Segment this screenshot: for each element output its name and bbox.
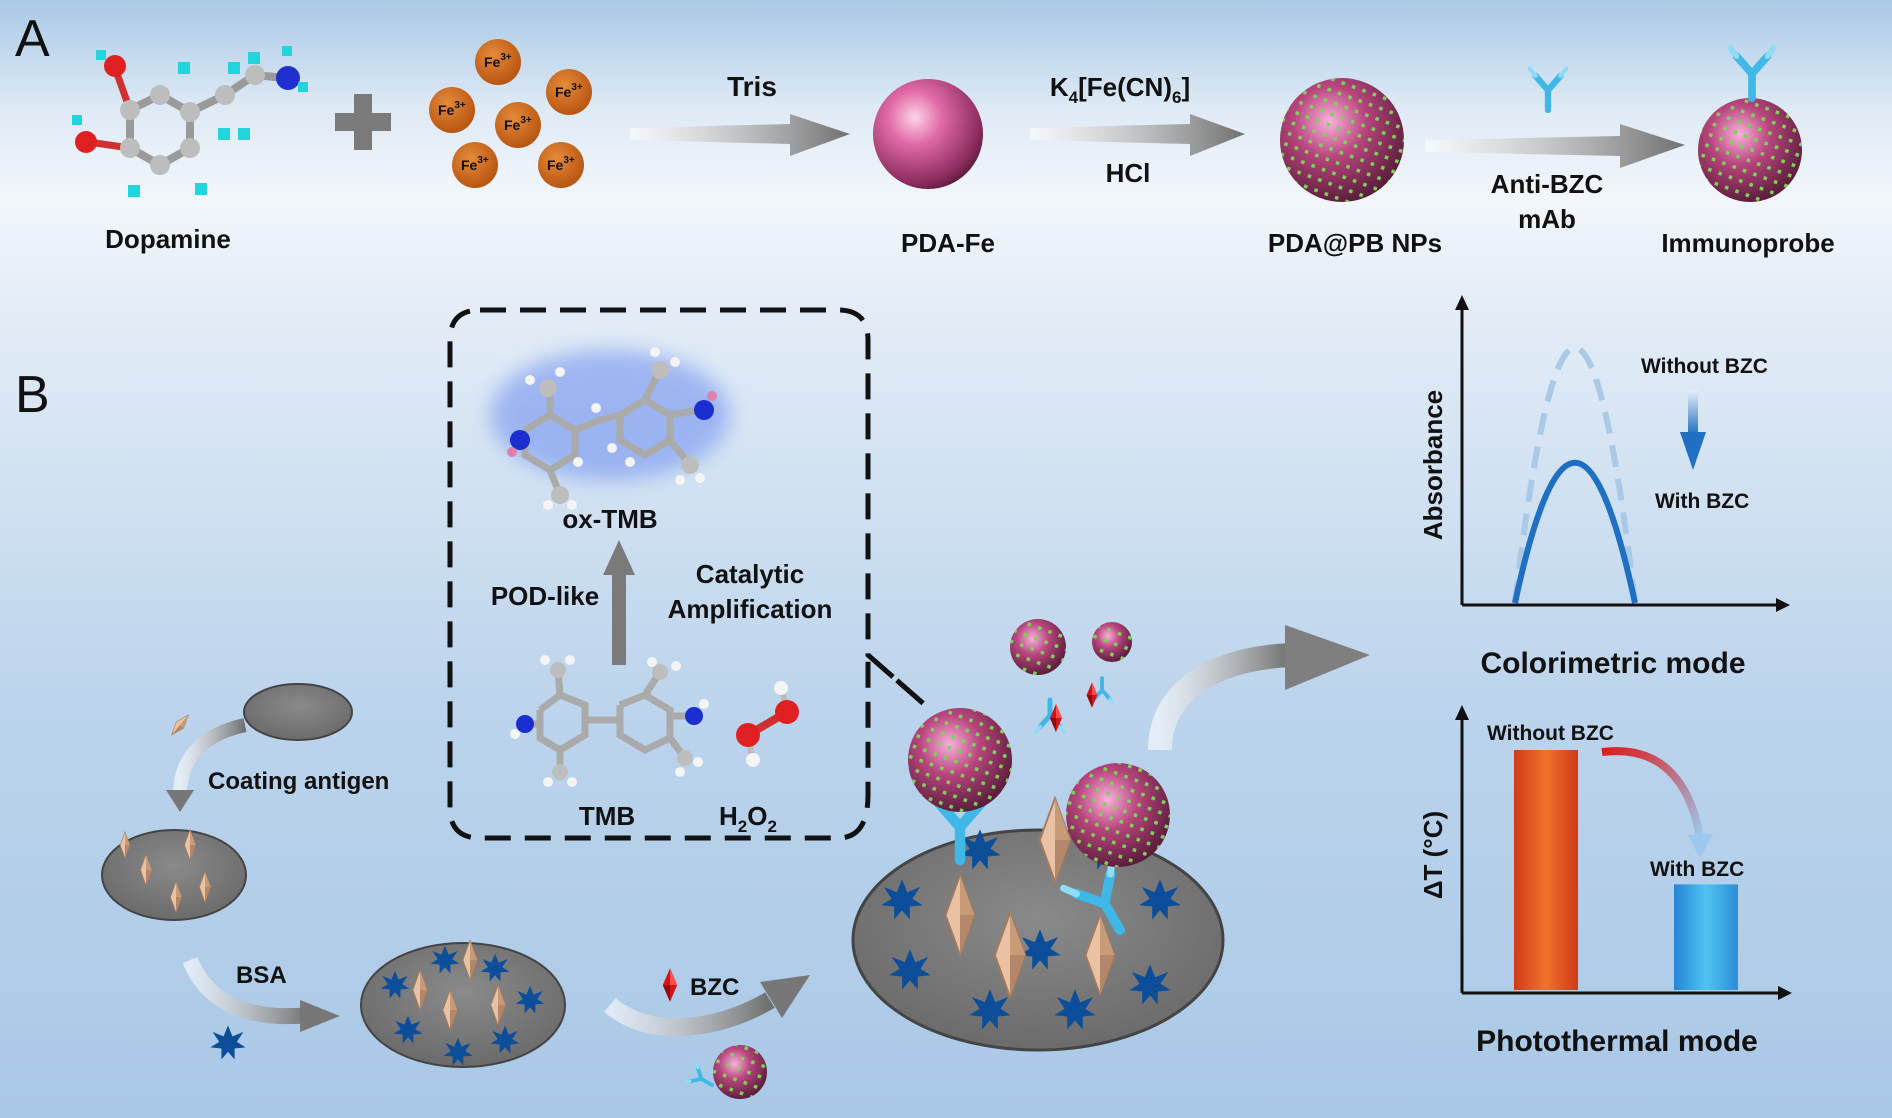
free-immunoprobe-2 (1086, 622, 1132, 708)
arrow-antibody (1425, 124, 1685, 168)
colorimetric-with-label: With BZC (1655, 490, 1749, 513)
bzc-label: BZC (690, 974, 739, 1001)
free-immunoprobe-1 (1010, 619, 1066, 732)
bzc-arrow (604, 992, 775, 1037)
panel-label-a: A (15, 10, 50, 68)
hcl-label: HCl (1106, 158, 1151, 188)
colorimetric-title: Colorimetric mode (1480, 647, 1745, 680)
fe-ion-label: Fe3+ (484, 52, 512, 70)
arrow-k4fecn6 (1030, 114, 1245, 156)
h2o2-label: H2O2 (719, 801, 777, 836)
pda-pb-nanoparticle-icon (1280, 78, 1404, 202)
k4fecn6-label: K4[Fe(CN)6] (1050, 72, 1190, 107)
dopamine-label: Dopamine (105, 224, 231, 254)
pda-pb-label: PDA@PB NPs (1268, 228, 1442, 258)
plus-icon (335, 94, 391, 150)
ox-tmb-molecule-icon (490, 347, 730, 510)
curve-with-bzc (1512, 460, 1638, 604)
bar-with-bzc (1674, 884, 1738, 990)
pod-like-label: POD-like (491, 581, 599, 611)
mab-label: mAb (1518, 204, 1576, 234)
bound-immunoprobe-2 (1064, 763, 1170, 944)
photothermal-decrease-arrow (1601, 747, 1704, 839)
decrease-arrow-icon (1688, 390, 1698, 435)
tmb-molecule-icon (510, 655, 709, 787)
antigen-icon (167, 711, 193, 739)
tmb-label: TMB (579, 801, 635, 831)
catalytic-label: Catalytic (696, 559, 804, 589)
curve-without-bzc (1512, 345, 1638, 604)
pda-fe-sphere-icon (873, 79, 983, 189)
bsa-label: BSA (236, 962, 287, 989)
arrow-tris (630, 114, 850, 156)
pod-like-arrow (603, 540, 635, 665)
dopamine-molecule-icon (72, 46, 308, 197)
empty-well-icon (243, 683, 353, 741)
fe-ion-label: Fe3+ (461, 155, 489, 173)
bsa-star-icon (210, 1025, 246, 1060)
bsa-arrow (182, 956, 311, 1025)
fe-ion-labels: Fe3+ Fe3+ Fe3+ Fe3+ Fe3+ Fe3+ (438, 52, 583, 173)
bzc-icon (662, 968, 678, 1002)
photothermal-with-label: With BZC (1650, 858, 1744, 881)
colorimetric-ylabel: Absorbance (1418, 390, 1448, 540)
pda-fe-label: PDA-Fe (901, 228, 995, 258)
immunoprobe-icon (1698, 47, 1802, 202)
fe-ion-label: Fe3+ (438, 100, 466, 118)
probe-small-icon (682, 1045, 767, 1099)
bar-without-bzc (1514, 750, 1578, 990)
immunoprobe-label: Immunoprobe (1661, 228, 1834, 258)
fe-ion-label: Fe3+ (504, 115, 532, 133)
readout-arrow (1148, 643, 1291, 751)
h2o2-molecule-icon (736, 681, 799, 767)
fe-ion-label: Fe3+ (555, 82, 583, 100)
photothermal-ylabel: ΔT (°C) (1418, 811, 1448, 899)
amplification-label: Amplification (668, 594, 833, 624)
photothermal-without-label: Without BZC (1487, 722, 1614, 745)
coating-antigen-label: Coating antigen (208, 768, 389, 795)
tris-label: Tris (727, 71, 777, 102)
fe-ions-cluster (429, 39, 592, 188)
ox-tmb-label: ox-TMB (562, 504, 657, 534)
panel-label-b: B (15, 366, 50, 424)
bound-immunoprobe-1 (908, 708, 1012, 860)
fe-ion-label: Fe3+ (547, 155, 575, 173)
antibody-icon (1530, 69, 1566, 110)
colorimetric-without-label: Without BZC (1641, 355, 1768, 378)
coating-arrow (173, 718, 247, 796)
photothermal-chart: Without BZC With BZC ΔT (°C) Phototherma… (1418, 705, 1792, 1058)
photothermal-title: Photothermal mode (1476, 1025, 1758, 1058)
coated-well-icon (101, 829, 247, 921)
anti-bzc-label: Anti-BZC (1491, 169, 1604, 199)
colorimetric-chart: Without BZC With BZC Absorbance Colorime… (1418, 295, 1790, 680)
